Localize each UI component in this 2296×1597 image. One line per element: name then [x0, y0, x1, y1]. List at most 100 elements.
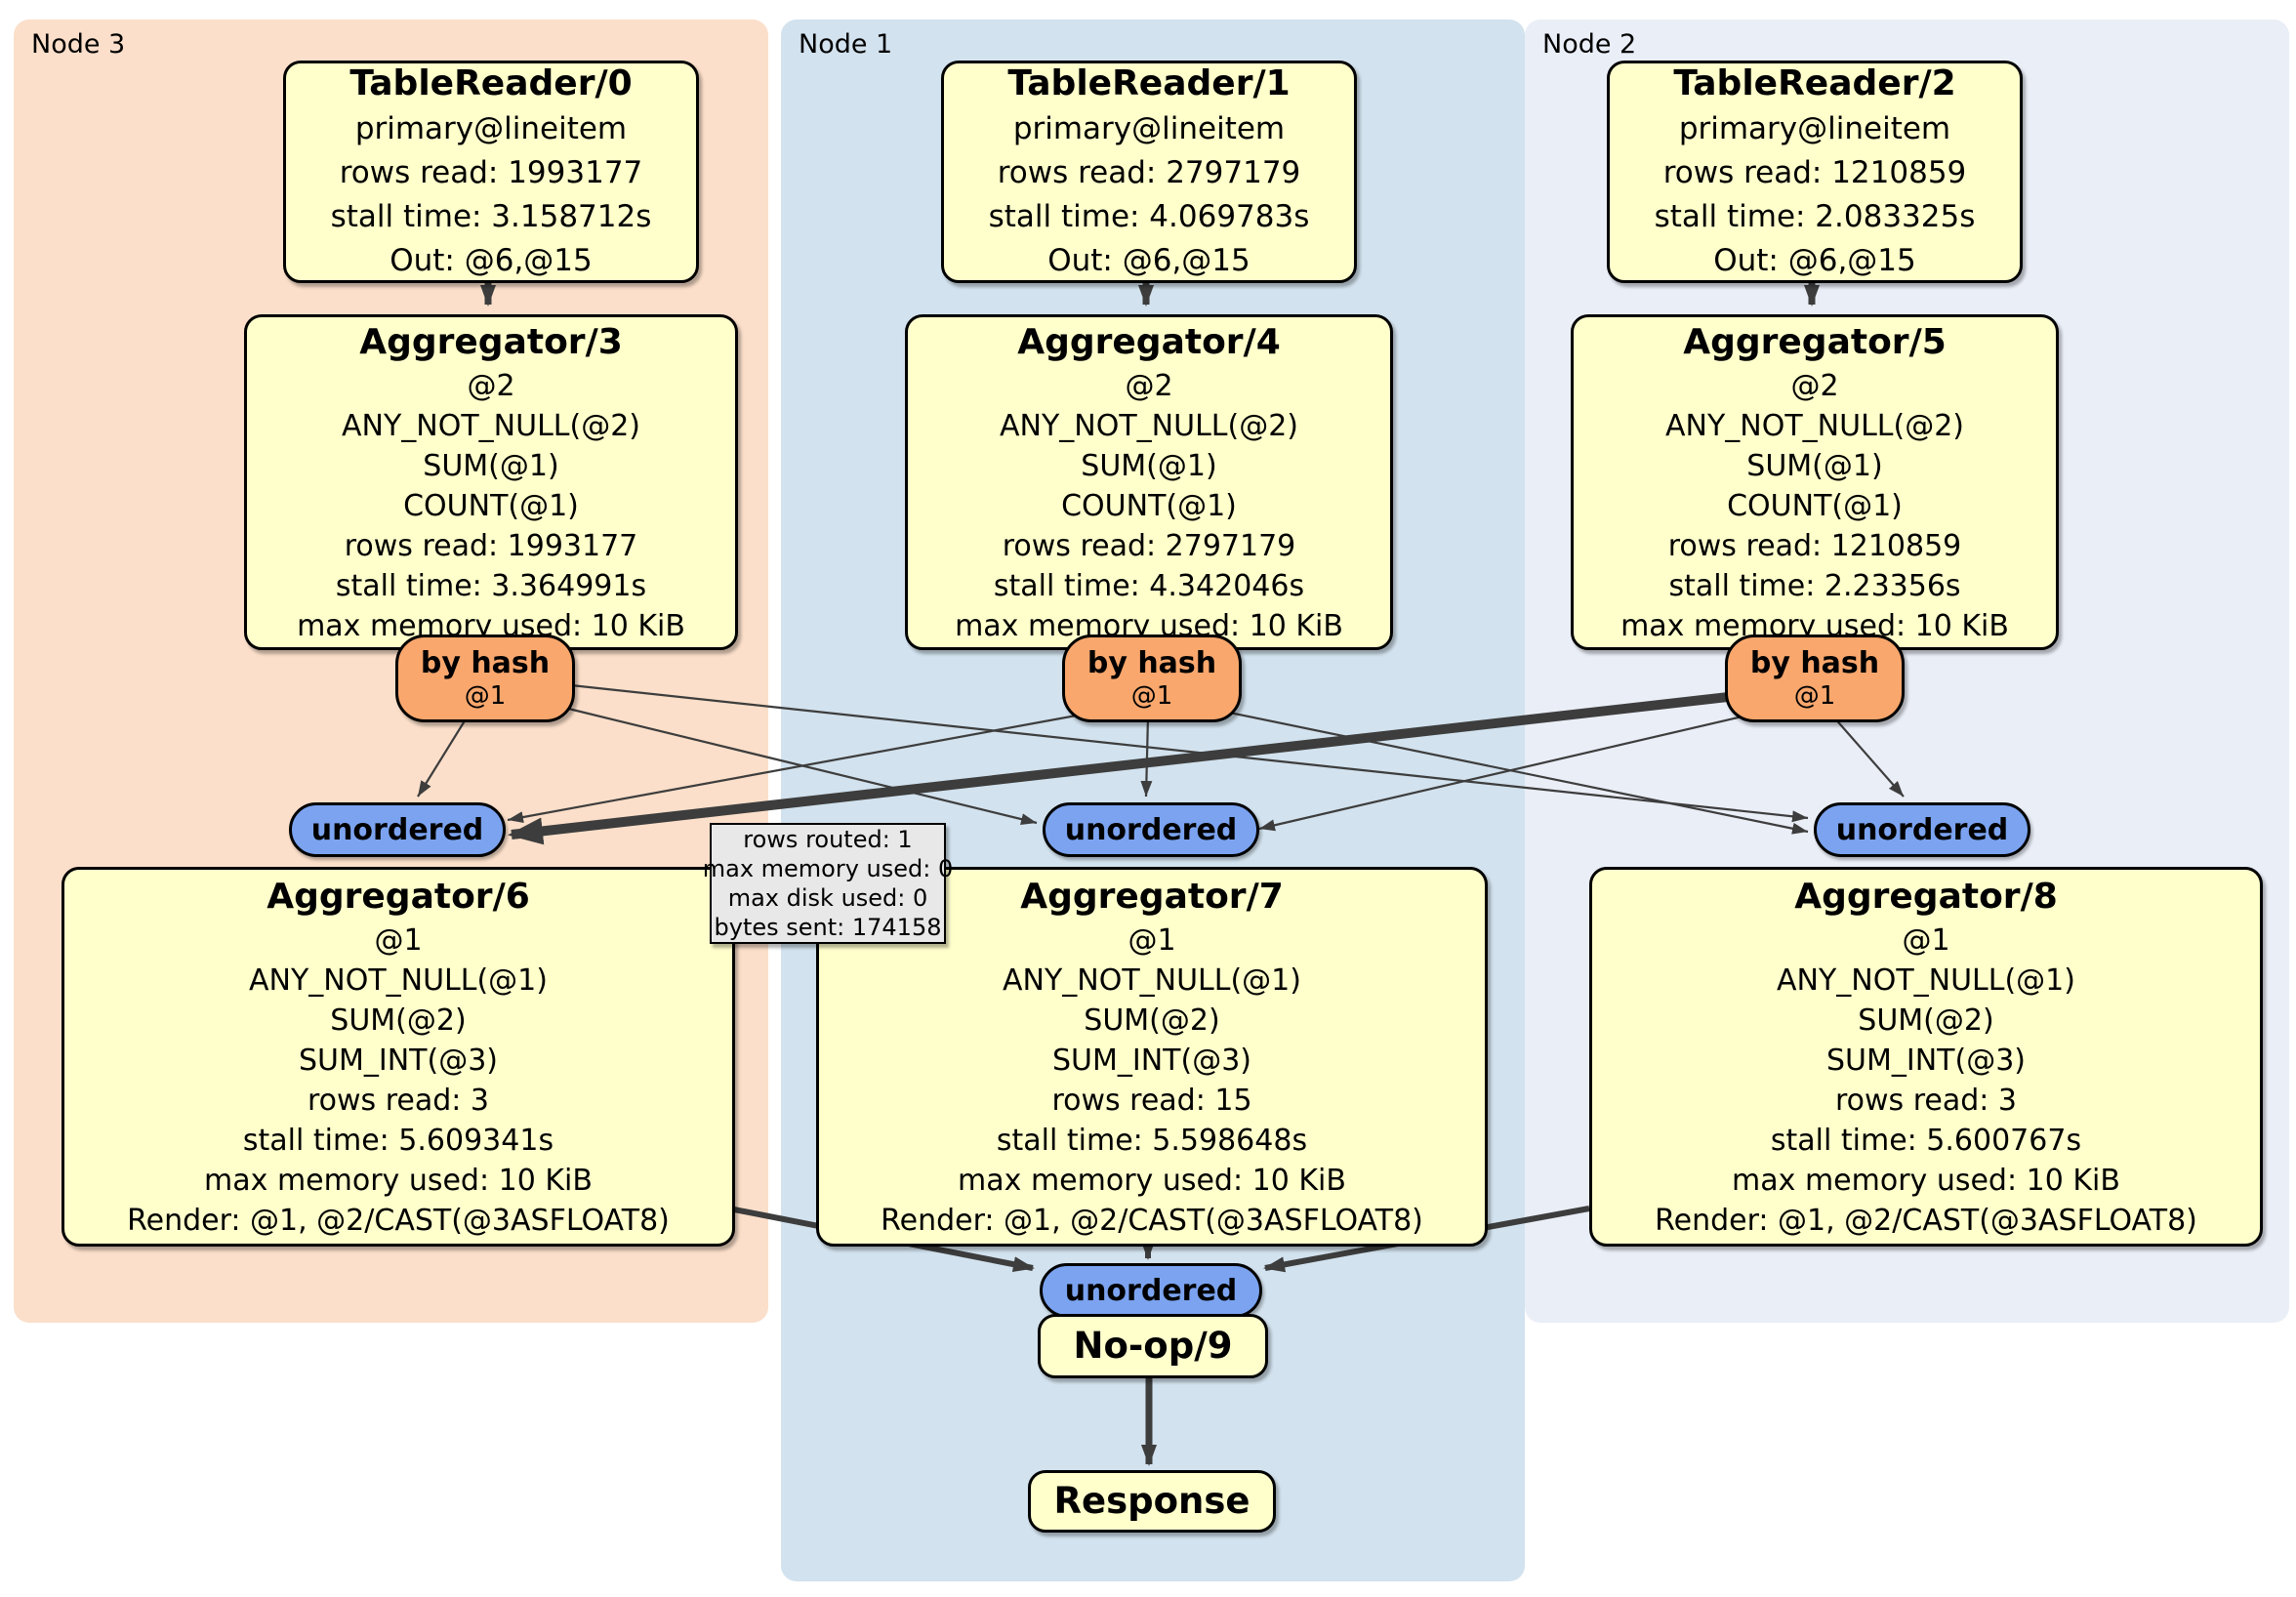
box-line: max disk used: 0: [727, 884, 928, 912]
router-hash-column: @1: [464, 681, 507, 711]
stream-label: unordered: [310, 812, 484, 847]
edge-hash1-stream1[interactable]: [1140, 716, 1153, 798]
box-line: ANY_NOT_NULL(@1): [1776, 962, 2075, 998]
box-line: COUNT(@1): [403, 488, 579, 523]
box-line: stall time: 2.083325s: [1654, 199, 1976, 234]
box-line: stall time: 3.158712s: [330, 199, 652, 234]
router-label: by hash: [1086, 646, 1217, 680]
box-title: TableReader/2: [1673, 63, 1956, 103]
panel-node2-label: Node 2: [1542, 29, 1637, 60]
edge-hash1-stream3[interactable]: [507, 713, 1083, 824]
box-line: COUNT(@1): [1061, 488, 1237, 523]
box-title: Aggregator/7: [1020, 876, 1284, 917]
edge-hash2-stream2[interactable]: [1832, 716, 1905, 798]
box-lines: primary@lineitem rows read: 2797179 stall …: [989, 107, 1310, 283]
box-tablereader-2: TableReader/2 primary@lineitem rows read:…: [1607, 61, 2023, 283]
box-line: stall time: 5.598648s: [996, 1123, 1308, 1158]
box-line: SUM(@1): [1746, 448, 1883, 483]
box-line: ANY_NOT_NULL(@2): [1000, 408, 1298, 443]
router-by-hash-node3: by hash @1: [395, 635, 575, 722]
box-lines: primary@lineitem rows read: 1210859 stall …: [1655, 107, 1976, 283]
box-line: stall time: 2.23356s: [1668, 568, 1961, 603]
box-line: Out: @6,@15: [1713, 243, 1916, 278]
box-line: ANY_NOT_NULL(@1): [248, 962, 548, 998]
box-title: TableReader/0: [349, 63, 633, 103]
box-title: Aggregator/5: [1683, 321, 1947, 362]
box-line: Render: @1, @2/CAST(@3ASFLOAT8): [127, 1203, 670, 1238]
box-title: Response: [1053, 1480, 1250, 1522]
router-hash-column: @1: [1793, 681, 1836, 711]
box-line: rows read: 1210859: [1662, 155, 1967, 190]
box-line: @2: [1125, 368, 1173, 403]
router-label: by hash: [420, 646, 551, 680]
panel-node3-label: Node 3: [31, 29, 126, 60]
box-line: SUM(@1): [1081, 448, 1217, 483]
stream-label: unordered: [1064, 812, 1238, 847]
box-line: rows read: 3: [307, 1083, 489, 1118]
box-line: rows read: 1210859: [1667, 528, 1962, 563]
box-line: rows read: 15: [1051, 1083, 1252, 1118]
box-line: rows routed: 1: [743, 826, 913, 853]
box-lines: primary@lineitem rows read: 1993177 stall …: [331, 107, 652, 283]
box-line: ANY_NOT_NULL(@2): [1665, 408, 1964, 443]
box-line: stall time: 5.609341s: [242, 1123, 554, 1158]
box-line: Out: @6,@15: [390, 243, 593, 278]
edge-hash3-stream1[interactable]: [552, 703, 1038, 826]
edge-hash2-stream1[interactable]: [1258, 711, 1760, 832]
router-label: by hash: [1749, 646, 1880, 680]
stream-unordered-node1: unordered: [1043, 802, 1259, 857]
box-line: ANY_NOT_NULL(@2): [342, 408, 640, 443]
box-line: max memory used: 10 KiB: [958, 1163, 1346, 1198]
box-line: ANY_NOT_NULL(@1): [1002, 962, 1301, 998]
box-line: SUM_INT(@3): [1825, 1043, 2026, 1078]
box-line: rows read: 3: [1834, 1083, 2017, 1118]
box-line: primary@lineitem: [1678, 111, 1951, 146]
box-title: No-op/9: [1073, 1325, 1233, 1367]
box-line: bytes sent: 174158: [714, 914, 942, 941]
stream-unordered-final: unordered: [1040, 1263, 1262, 1318]
box-line: stall time: 3.364991s: [335, 568, 647, 603]
edge-hash2-stream3-highlighted[interactable]: [508, 690, 1746, 845]
stream-unordered-node3: unordered: [289, 802, 506, 857]
edge-hash3-stream3[interactable]: [417, 714, 470, 798]
stream-label: unordered: [1835, 812, 2009, 847]
box-line: primary@lineitem: [354, 111, 628, 146]
router-by-hash-node2: by hash @1: [1725, 635, 1905, 722]
box-noop-9: No-op/9: [1038, 1314, 1268, 1378]
edge-hash3-stream2[interactable]: [570, 683, 1809, 823]
panel-node1-label: Node 1: [799, 29, 893, 60]
router-hash-column: @1: [1130, 681, 1173, 711]
box-line: stall time: 4.069783s: [988, 199, 1310, 234]
box-line: primary@lineitem: [1012, 111, 1286, 146]
router-by-hash-node1: by hash @1: [1062, 635, 1242, 722]
box-title: Aggregator/6: [266, 876, 530, 917]
box-line: rows read: 1993177: [339, 155, 643, 190]
edge-hash1-stream2[interactable]: [1219, 709, 1809, 835]
box-line: @1: [1128, 922, 1176, 958]
box-line: SUM(@2): [1858, 1003, 1994, 1038]
box-tablereader-0: TableReader/0 primary@lineitem rows read:…: [283, 61, 699, 283]
box-line: stall time: 4.342046s: [993, 568, 1305, 603]
box-line: Render: @1, @2/CAST(@3ASFLOAT8): [1655, 1203, 2197, 1238]
stream-label: unordered: [1064, 1273, 1238, 1308]
box-line: Render: @1, @2/CAST(@3ASFLOAT8): [881, 1203, 1423, 1238]
box-line: max memory used: 10 KiB: [204, 1163, 593, 1198]
box-line: @2: [467, 368, 515, 403]
stream-unordered-node2: unordered: [1814, 802, 2030, 857]
box-line: SUM_INT(@3): [298, 1043, 498, 1078]
box-title: Aggregator/3: [359, 321, 623, 362]
box-line: rows read: 2797179: [997, 155, 1301, 190]
